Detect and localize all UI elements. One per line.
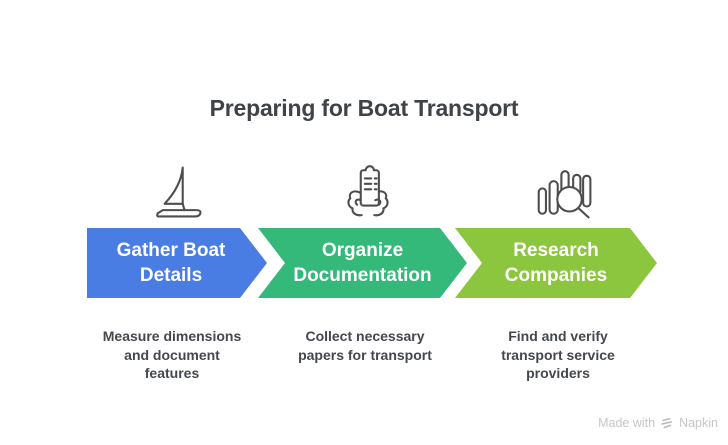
watermark-prefix: Made with	[598, 416, 656, 430]
step-arrow-research-companies: Research Companies	[455, 228, 657, 298]
watermark-brand: Napkin	[679, 416, 718, 430]
step-label: Research Companies	[504, 240, 608, 286]
step-label: Gather Boat Details	[116, 240, 226, 286]
sailboat-icon	[151, 163, 209, 221]
step-arrow-organize-documentation: Organize Documentation	[258, 228, 467, 298]
step-description: Collect necessary papers for transport	[298, 328, 432, 363]
napkin-watermark[interactable]: Made with Napkin	[598, 416, 718, 430]
step-description: Find and verify transport service provid…	[501, 328, 615, 381]
bar-chart-magnifier-icon	[536, 163, 594, 221]
hands-holding-clipboard-icon	[339, 163, 397, 221]
step-label: Organize Documentation	[293, 240, 432, 286]
napkin-logo-icon	[661, 417, 673, 429]
step-description: Measure dimensions and document features	[102, 328, 242, 381]
step-arrow-gather-boat-details: Gather Boat Details	[87, 228, 267, 298]
page-title: Preparing for Boat Transport	[209, 95, 519, 121]
